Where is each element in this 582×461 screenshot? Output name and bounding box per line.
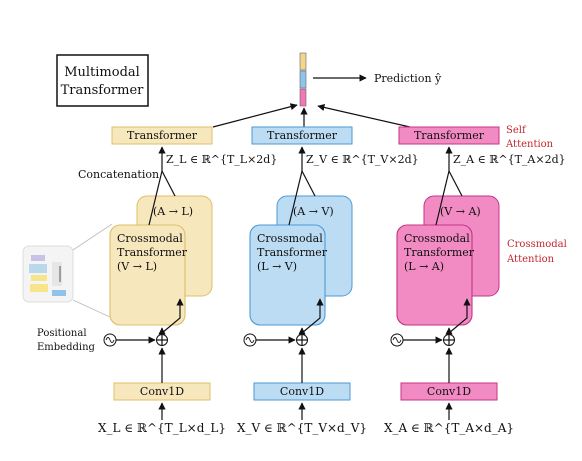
crossmodal-attention-label-2: Attention [506,254,555,265]
transformer-label-A: Transformer [414,129,485,142]
input-label-V: X_V ∈ ℝ^{T_V×d_V} [237,421,367,435]
transformer-box-L [111,126,213,145]
model-title-line2: Transformer [61,83,145,98]
crossmodal-attention-label-1: Crossmodal [507,239,567,250]
front-block-line2-V: Transformer [257,246,328,259]
self-attention-label-2: Attention [505,139,554,150]
arrow-to-back-block-L [161,298,184,334]
output-segment-A [299,88,307,107]
back-block-label-V: (A → V) [293,205,334,218]
conv1d-label-V: Conv1D [280,385,324,398]
back-block-label-A: (V → A) [440,205,481,218]
zoom-line-top [72,223,113,251]
front-block-line2-L: Transformer [117,246,188,259]
front-block-line3-L: (V → L) [117,260,157,273]
model-title-box: Multimodal Transformer [56,54,149,107]
arrow-A-to-output [317,103,411,128]
input-label-A: X_A ∈ ℝ^{T_A×d_A} [384,421,514,435]
sine-wave-icon-V [245,337,255,343]
crossmodal-front-block-A [396,224,473,326]
front-block-line2-A: Transformer [404,246,475,259]
front-block-line1-V: Crossmodal [257,232,323,245]
split-line-left-A [435,170,450,226]
arrow-L-to-output [212,103,298,128]
back-block-label-L: (A → L) [153,205,193,218]
z-label-A: Z_A ∈ ℝ^{T_A×2d} [453,153,566,166]
z-label-V: Z_V ∈ ℝ^{T_V×2d} [306,153,419,166]
transformer-box-V [251,126,353,145]
conv1d-label-A: Conv1D [427,385,471,398]
split-line-left-V [288,170,303,226]
positional-embedding-label-1: Positional [37,328,87,339]
input-label-L: X_L ∈ ℝ^{T_L×d_L} [98,421,226,435]
sine-wave-icon-A [392,337,402,343]
front-block-line1-A: Crossmodal [404,232,470,245]
output-segment-V [299,70,307,89]
self-attention-label-1: Self [506,125,527,136]
positional-embedding-label-2: Embedding [37,342,96,353]
arrow-to-back-block-V [301,298,324,334]
output-segment-L [299,52,307,71]
crossmodal-front-block-L [109,224,186,326]
arrow-to-back-block-A [448,298,471,334]
front-block-line1-L: Crossmodal [117,232,183,245]
z-label-L: Z_L ∈ ℝ^{T_L×2d} [166,153,277,166]
split-line-right-L [161,170,176,197]
split-line-left-L [148,170,163,226]
zoom-line-bottom [72,299,113,319]
split-line-right-A [448,170,463,197]
zoom-inset-thumbnail [22,223,113,319]
front-block-line3-V: (L → V) [257,260,297,273]
prediction-label: Prediction ŷ [374,72,442,85]
output-stack [299,52,307,107]
crossmodal-front-block-V [249,224,326,326]
concatenation-label: Concatenation [78,168,159,181]
model-title-line1: Multimodal [64,65,140,80]
sine-wave-icon-L [105,337,115,343]
split-line-right-V [301,170,316,197]
transformer-label-V: Transformer [267,129,338,142]
conv1d-label-L: Conv1D [140,385,184,398]
front-block-line3-A: (L → A) [404,260,444,273]
transformer-box-A [398,126,500,145]
transformer-label-L: Transformer [127,129,198,142]
